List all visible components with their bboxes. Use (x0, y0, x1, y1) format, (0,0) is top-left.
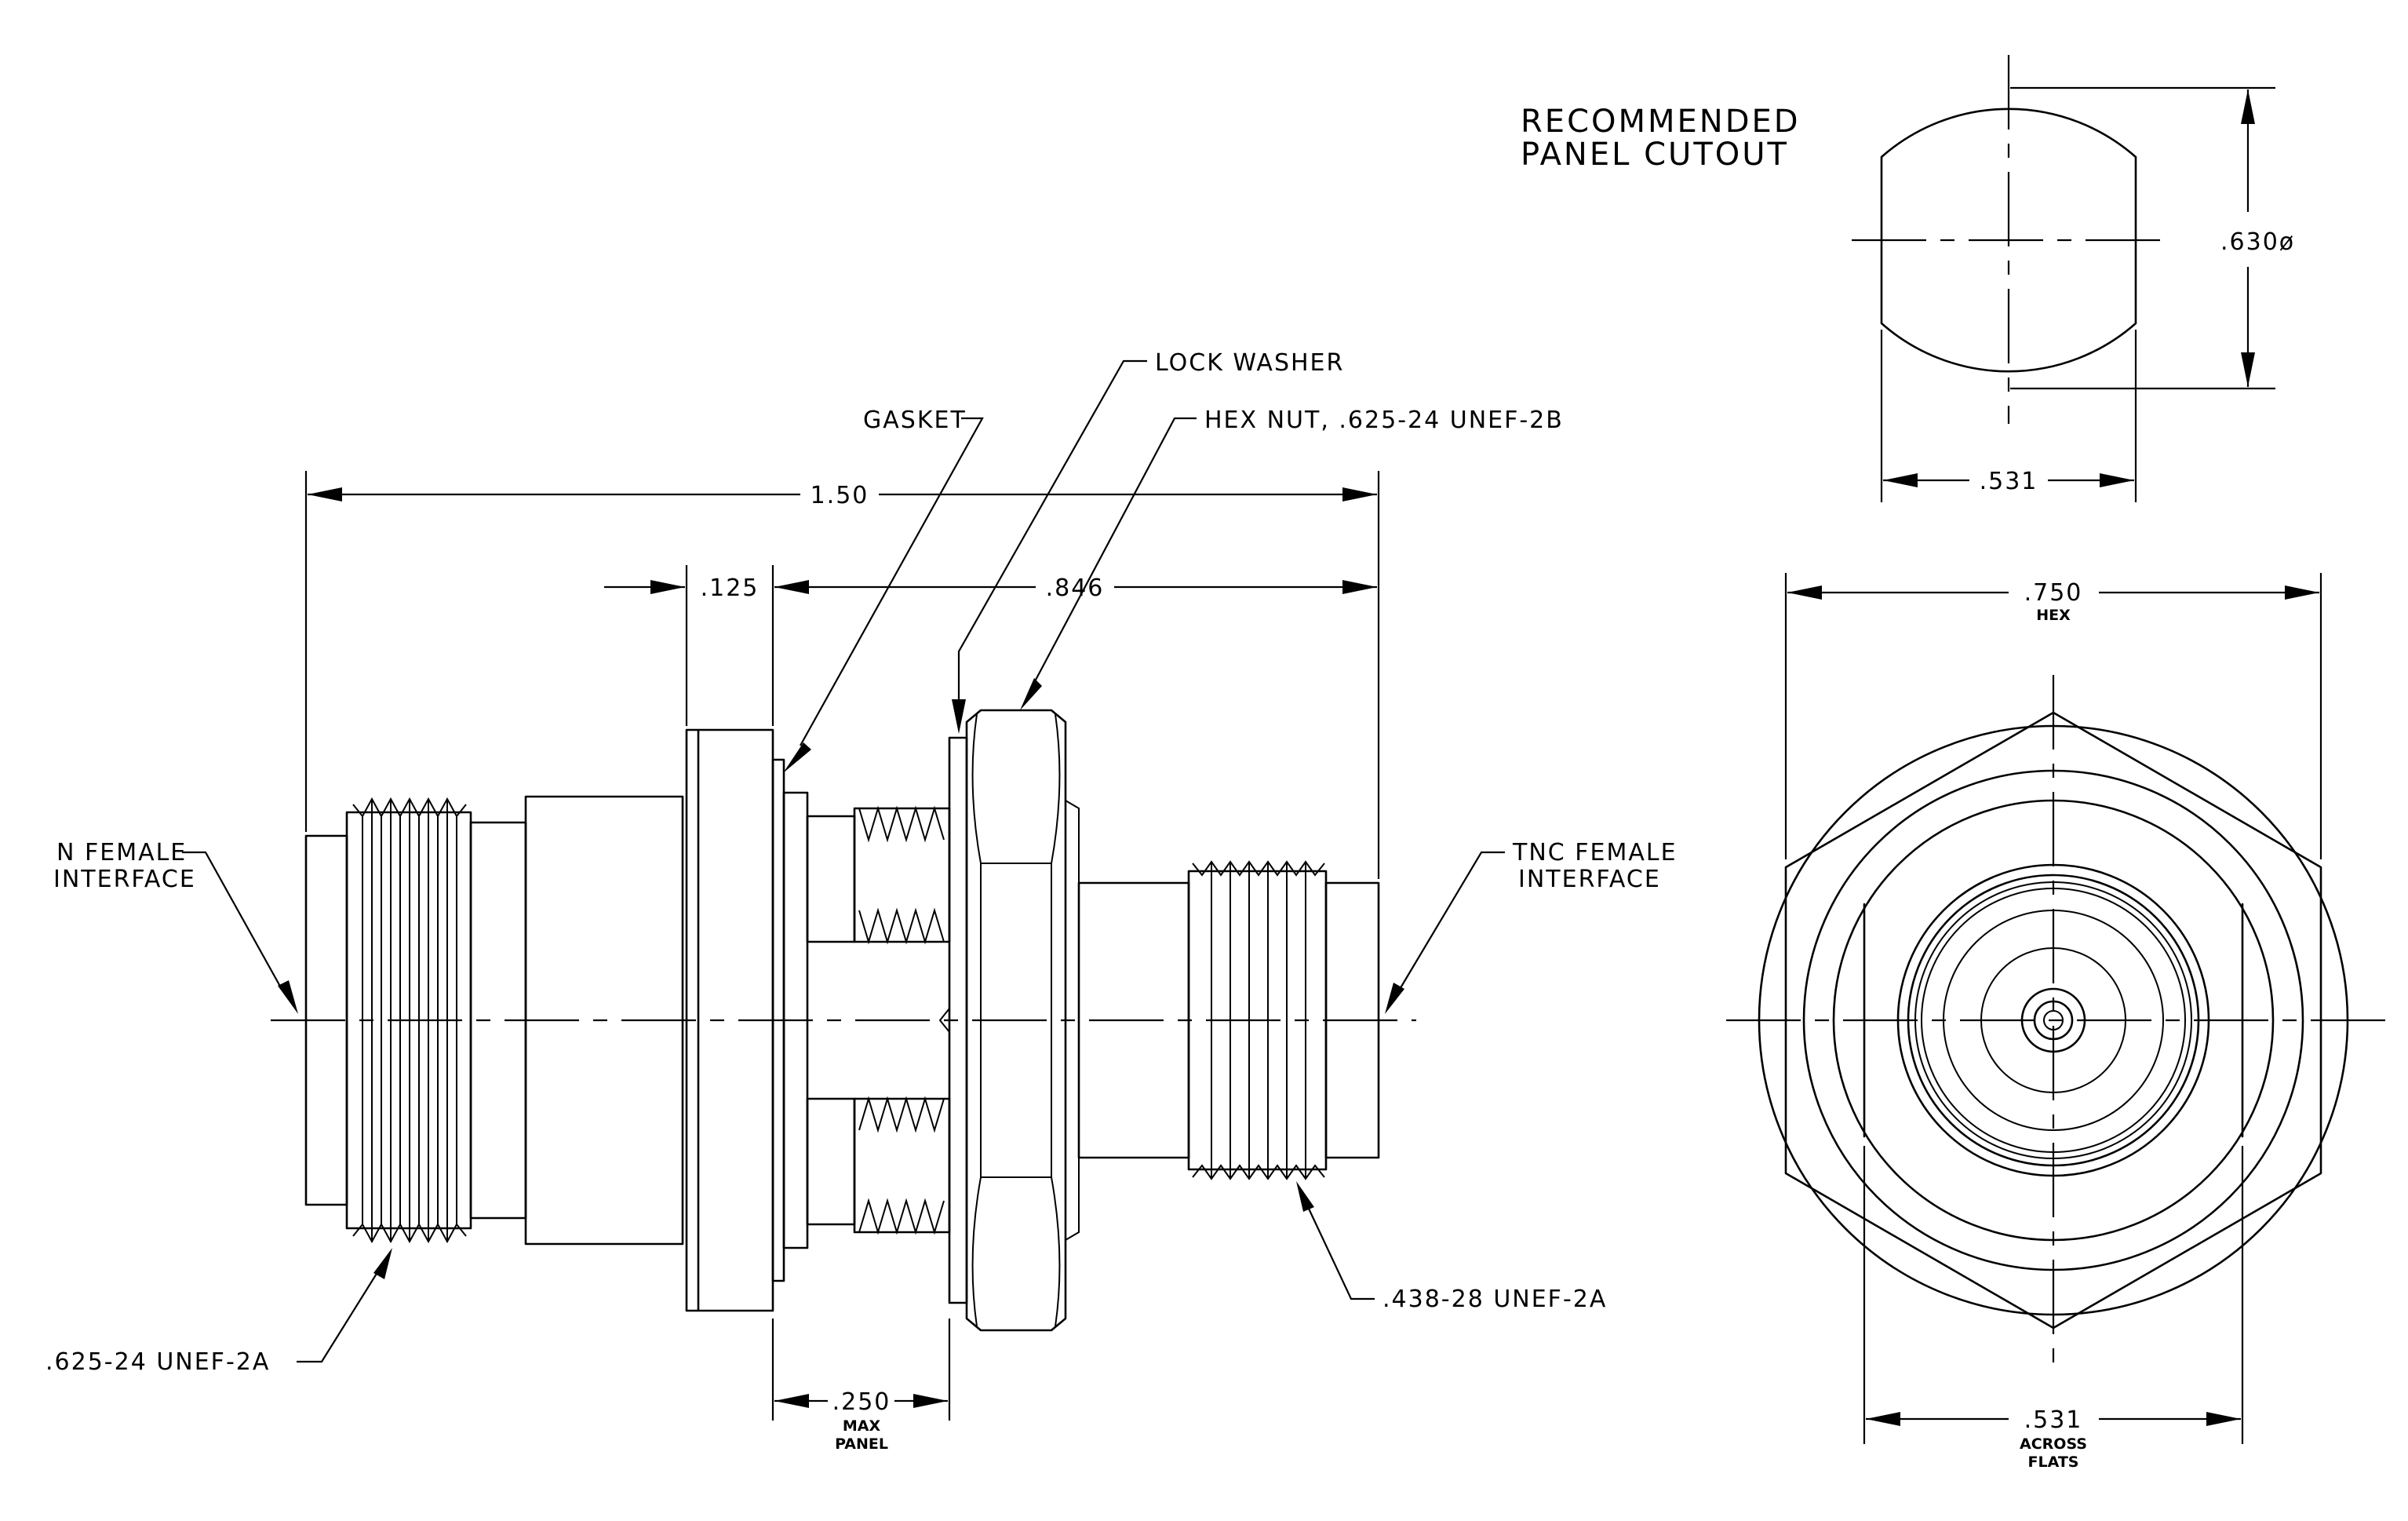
cutout-outline (1880, 108, 2137, 373)
cutout-title-2: PANEL CUTOUT (1521, 137, 1789, 173)
label-thread-n: .625-24 UNEF-2A (46, 1348, 270, 1376)
body-slot-top (806, 815, 856, 943)
tnc-interface-tube (1324, 881, 1380, 1159)
end-pin-outer (2020, 987, 2086, 1053)
end-ring-7 (1943, 910, 2164, 1131)
label-thread-tnc: .438-28 UNEF-2A (1383, 1286, 1607, 1313)
dim-across-flats-note-2: FLATS (2028, 1454, 2079, 1471)
label-lock-washer: LOCK WASHER (1155, 349, 1344, 377)
flange (685, 728, 774, 1312)
label-tnc-female-2: INTERFACE (1518, 866, 1661, 893)
end-pin (2033, 1000, 2074, 1041)
main-body (524, 795, 684, 1246)
dim-cutout-flat: .531 (1980, 468, 2038, 495)
dim-cutout-diameter: .630ø (2220, 228, 2295, 256)
n-thread (345, 797, 472, 1244)
dim-overall-length: 1.50 (811, 482, 869, 509)
end-ring-5 (1914, 881, 2192, 1159)
label-tnc-female-1: TNC FEMALE (1512, 839, 1678, 866)
dim-max-panel-note-2: PANEL (835, 1435, 888, 1453)
dim-max-panel-note-1: MAX (843, 1417, 881, 1435)
dim-hex-note: HEX (2036, 607, 2071, 624)
lock-washer-tooth (938, 1008, 950, 1033)
end-hex (1784, 711, 2322, 1330)
end-ring-3 (1896, 863, 2210, 1177)
dim-across-flats: .531 (2024, 1406, 2083, 1434)
tnc-thread (1187, 860, 1328, 1180)
end-view: .750 HEX .531 ACROSS FLATS (1726, 573, 2385, 1471)
dim-hex: .750 (2024, 579, 2083, 607)
end-ring-4 (1907, 874, 2200, 1167)
label-hex-nut: HEX NUT, .625-24 UNEF-2B (1204, 407, 1564, 434)
side-dimensions: 1.50 .125 .846 .250 MAX PANEL (304, 471, 1380, 1453)
label-gasket: GASKET (863, 407, 967, 434)
dim-max-panel: .250 (832, 1388, 891, 1416)
end-outer-circle (1758, 724, 2349, 1316)
body-slot-bottom (806, 1097, 856, 1226)
end-ring-8 (1980, 947, 2126, 1093)
body-step (782, 791, 809, 1249)
label-n-female-1: N FEMALE (56, 839, 187, 866)
label-n-female-2: INTERFACE (53, 866, 196, 893)
panel-cutout: RECOMMENDED PANEL CUTOUT .630ø .531 (1521, 55, 2295, 502)
end-ring-2 (1832, 799, 2275, 1242)
dim-flange: .125 (701, 574, 760, 602)
side-callouts: GASKET LOCK WASHER HEX NUT, .625-24 UNEF… (46, 349, 1678, 1376)
dim-across-flats-note-1: ACROSS (2020, 1435, 2087, 1453)
end-ring-1 (1802, 769, 2304, 1271)
end-ring-6 (1921, 888, 2186, 1153)
dim-body-length: .846 (1046, 574, 1105, 602)
cutout-title-1: RECOMMENDED (1521, 104, 1801, 140)
end-pin-center (2043, 1010, 2064, 1030)
side-view (271, 709, 1416, 1332)
